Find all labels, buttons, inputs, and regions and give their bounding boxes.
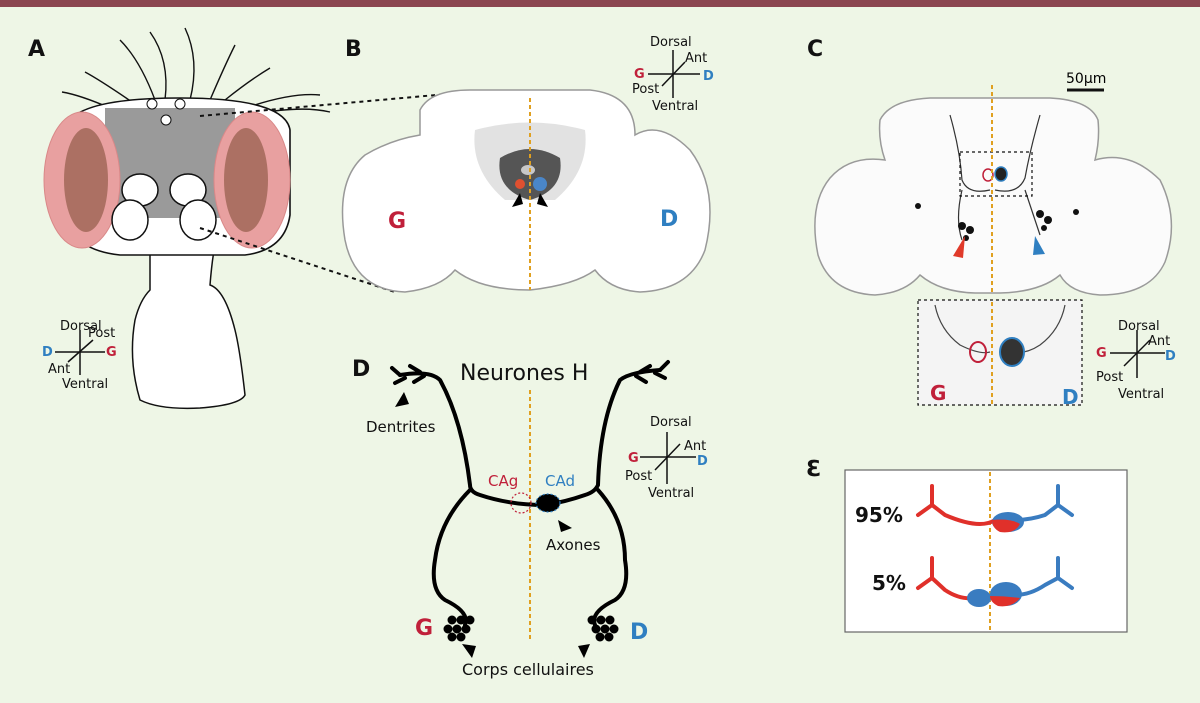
neurons-title: Neurones H [460, 361, 588, 386]
cell-bodies-right [587, 615, 619, 642]
axis-d-left: G [628, 451, 639, 466]
inset-right-label: D [1062, 385, 1079, 409]
axis-c-dorsal: Dorsal [1118, 319, 1160, 334]
brain-stain-outline [814, 97, 1173, 296]
panel-d: D Neurones H Dentrites CAg CAd Axones [352, 357, 708, 679]
top-percentage: 95% [855, 503, 903, 527]
axis-d-post: Post [625, 469, 652, 484]
axis-b-ventral: Ventral [652, 99, 698, 114]
panel-b: B G D Dorsal Ant G D Post Ventral [341, 35, 714, 293]
axis-b-post: Post [632, 82, 659, 97]
cells-arrowhead-left [462, 644, 476, 658]
scale-label: 50µm [1066, 71, 1106, 87]
cad-body [535, 493, 561, 513]
axis-a-post: Post [88, 326, 115, 341]
brain-right-label: D [660, 207, 678, 232]
axes-b [648, 50, 700, 98]
bottom-red-overlap [990, 596, 1020, 607]
left-spot [515, 179, 525, 189]
dendrites-label: Dentrites [366, 418, 436, 436]
axis-b-left: G [634, 67, 645, 82]
cell-clusters [915, 203, 1079, 241]
panel-c-label: C [807, 37, 823, 62]
panel-a: A [28, 27, 471, 410]
axis-d-right: D [697, 454, 708, 469]
axes-a [55, 330, 105, 375]
axis-a-ventral: Ventral [62, 377, 108, 392]
right-eye-core [224, 128, 268, 232]
panel-b-label: B [345, 37, 362, 62]
zoom-box [959, 151, 1033, 197]
neurons-right-label: D [630, 620, 648, 645]
axis-d-ant: Ant [684, 439, 706, 454]
axis-d-dorsal: Dorsal [650, 415, 692, 430]
ocellus [146, 98, 158, 110]
neurons-left-label: G [415, 616, 433, 641]
ocellus [160, 114, 172, 126]
axis-b-right: D [703, 69, 714, 84]
axis-c-ventral: Ventral [1118, 387, 1164, 402]
axon-arrowhead [558, 520, 572, 532]
brain-left-label: G [388, 209, 406, 234]
cell-bodies-left [443, 615, 475, 642]
axis-a-dorsal: Dorsal [60, 319, 102, 334]
left-eye-core [64, 128, 108, 232]
neuron-paths [390, 360, 670, 627]
right-spot [533, 177, 547, 191]
arrowhead-left [512, 193, 523, 207]
bottom-left-soma [967, 589, 991, 607]
dendrite-arrowhead [395, 392, 409, 407]
axes-d [640, 432, 696, 484]
ocellus [174, 98, 186, 110]
bottom-percentage: 5% [872, 571, 906, 595]
axes-c [1110, 330, 1165, 378]
axis-b-dorsal: Dorsal [650, 35, 692, 50]
top-left-soma [992, 519, 1020, 533]
arrowhead-right [537, 193, 548, 207]
panel-c: C 50µm G D [807, 37, 1176, 409]
axis-b-ant: Ant [685, 51, 707, 66]
inset-blue-circle [999, 337, 1025, 367]
inset-red-circle [969, 341, 987, 363]
cells-arrowhead-right [578, 644, 590, 658]
red-circle [982, 168, 994, 182]
arrowhead-blue [1033, 236, 1045, 255]
panel-e: ℇ 95% 5% [806, 457, 1128, 633]
antennae [111, 173, 217, 241]
core-dot [521, 165, 535, 175]
panel-d-label: D [352, 357, 370, 382]
axis-c-post: Post [1096, 370, 1123, 385]
axons-label: Axones [546, 536, 601, 554]
neuron-traces [949, 114, 1041, 241]
axis-c-left: G [1096, 346, 1107, 361]
axis-c-ant: Ant [1148, 334, 1170, 349]
panel-e-box [844, 469, 1128, 633]
cag-circle [510, 492, 532, 514]
cad-label: CAd [545, 472, 575, 490]
panel-e-label: ℇ [806, 457, 820, 482]
blue-circle [994, 166, 1008, 182]
axis-a-right: G [106, 345, 117, 360]
arrowhead-red [953, 236, 965, 258]
panel-a-label: A [28, 37, 45, 62]
inset-left-label: G [930, 381, 946, 405]
axis-d-ventral: Ventral [648, 486, 694, 501]
axis-c-right: D [1165, 349, 1176, 364]
axis-a-left: D [42, 345, 53, 360]
axis-a-ant: Ant [48, 362, 70, 377]
zoom-lines [199, 91, 471, 293]
top-border [0, 0, 1200, 7]
cag-label: CAg [488, 472, 518, 490]
proboscis [131, 234, 246, 410]
cells-label: Corps cellulaires [462, 660, 594, 679]
